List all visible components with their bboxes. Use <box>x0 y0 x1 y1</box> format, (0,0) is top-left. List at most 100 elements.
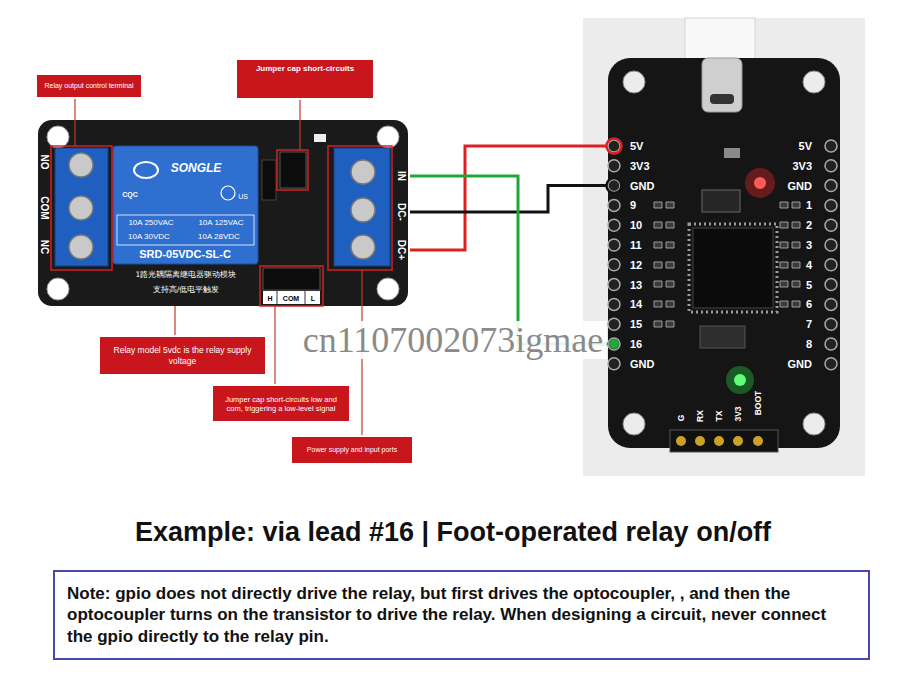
pin-label: 8 <box>806 339 812 350</box>
pin-label: 14 <box>630 299 642 310</box>
leader-line <box>74 99 75 146</box>
screw <box>351 235 375 259</box>
ul-mark <box>221 186 235 200</box>
divider <box>305 291 306 304</box>
wire-end <box>607 178 622 193</box>
callout-text: Power supply and input ports <box>307 446 397 454</box>
watermark: cn1107002073igmae <box>300 321 607 359</box>
terminal-label: DC+ <box>396 240 406 260</box>
green-led <box>734 374 746 386</box>
pin <box>733 436 743 446</box>
note-text: Note: gpio does not directly drive the r… <box>67 583 856 647</box>
outline <box>328 146 392 270</box>
pin-hole <box>825 318 837 330</box>
pin-hole <box>608 259 620 271</box>
pin-hole <box>825 140 837 152</box>
small-chip <box>700 326 745 348</box>
pin-label: TX <box>715 411 724 422</box>
jumper-label: H <box>267 295 272 302</box>
pin-label: 3V3 <box>630 160 650 171</box>
rating-text: 10A 30VDC <box>128 233 170 241</box>
pin-label: 2 <box>806 220 812 231</box>
chip-pins <box>689 224 777 312</box>
pin-label: G <box>677 415 686 422</box>
red-led-glow <box>745 168 775 198</box>
pin-label: 10 <box>630 220 642 231</box>
mount-hole <box>803 71 825 93</box>
pin-label: 13 <box>630 279 642 290</box>
terminal-block <box>55 148 108 266</box>
pin-hole <box>608 279 620 291</box>
pin-hole <box>825 160 837 172</box>
pin-label: 7 <box>806 319 812 330</box>
cert-mark: CQC <box>122 191 138 198</box>
usb-cable <box>685 18 755 60</box>
pin-label: 5V <box>799 141 812 152</box>
outline <box>260 266 323 306</box>
wire-end <box>607 139 622 154</box>
pin-label: 3 <box>806 240 812 251</box>
relay-module <box>38 120 408 306</box>
green-led-glow <box>726 366 754 394</box>
pin-label: RX <box>696 410 705 422</box>
jumper-label: COM <box>283 295 299 302</box>
mcu-chip <box>693 228 773 308</box>
smd-part <box>724 148 740 158</box>
pin-header <box>608 140 837 370</box>
pin-label: 5V <box>630 141 643 152</box>
brand-mark: SONGLE <box>171 162 222 174</box>
pin-label: 15 <box>630 319 642 330</box>
mount-hole <box>623 71 645 93</box>
pin <box>753 436 763 446</box>
pin-label: 4 <box>806 259 812 270</box>
terminal-block <box>334 148 390 266</box>
pin-hole <box>608 180 620 192</box>
usb-c-slot <box>710 94 734 104</box>
screw <box>351 198 375 222</box>
mount-hole <box>47 278 69 300</box>
cert-mark: US <box>238 193 248 200</box>
screw <box>351 160 375 184</box>
pin-label: GND <box>630 180 654 191</box>
terminal-label: COM <box>39 196 49 219</box>
outline <box>51 146 112 270</box>
mount-hole <box>623 413 645 435</box>
pin-hole <box>608 239 620 251</box>
mount-hole <box>377 126 399 148</box>
leader-line <box>274 306 275 384</box>
callout-text: Relay model 5vdc is the relay supply vol… <box>105 345 260 365</box>
callout-box: Relay model 5vdc is the relay supply vol… <box>100 337 265 374</box>
pin-label: 1 <box>806 200 812 211</box>
screw <box>69 196 93 220</box>
pin-hole <box>608 358 620 370</box>
bottom-pins <box>676 436 763 446</box>
smd-pads <box>654 202 800 327</box>
pin-hole <box>608 199 620 211</box>
callout-box: Jumper cap short-circuits <box>237 60 373 98</box>
wire-5v <box>410 146 606 250</box>
screw <box>69 153 93 177</box>
title: Example: via lead #16 | Foot-operated re… <box>0 518 906 548</box>
pin <box>676 436 686 446</box>
callout-box: Power supply and input ports <box>292 437 412 463</box>
rating-box <box>117 215 254 245</box>
bottom-header <box>670 430 778 452</box>
pin-hole <box>825 358 837 370</box>
red-led <box>754 177 766 189</box>
rating-text: 10A 28VDC <box>198 233 240 241</box>
pin-hole <box>608 298 620 310</box>
pin-hole <box>608 219 620 231</box>
mount-hole <box>803 413 825 435</box>
module-text: 支持高/低电平触发 <box>153 286 220 294</box>
screw <box>69 235 93 259</box>
wire-signal <box>410 176 608 344</box>
photo-ground <box>583 18 865 476</box>
power-led <box>314 134 326 142</box>
pin-hole <box>825 199 837 211</box>
leader-line <box>299 100 300 150</box>
mount-hole <box>377 278 399 300</box>
terminal-label: IN <box>396 171 406 181</box>
note-box: Note: gpio does not directly drive the r… <box>53 570 870 660</box>
wire-gnd <box>410 186 606 212</box>
